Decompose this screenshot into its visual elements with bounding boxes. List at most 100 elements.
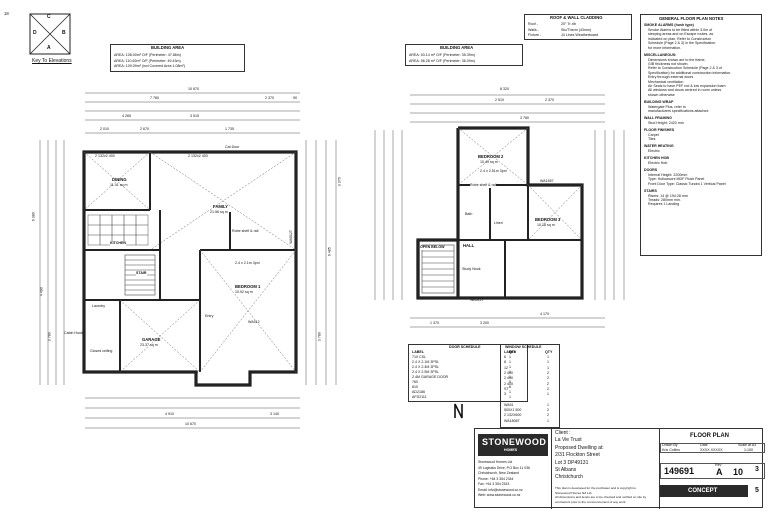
notes-line: sleeping areas and on Escape routes, as: [648, 32, 714, 37]
window-label: ST: [504, 386, 509, 391]
notes-line: Entry through external doors: [648, 75, 694, 80]
address-line: 49 Logistics Drive, P.O Box 11 036: [478, 465, 530, 470]
door-label: AFD2111: [412, 395, 427, 399]
notes-line: Schedule (Page 2 & 3) in the Specificati…: [648, 41, 716, 46]
dimension-label: 4 265: [122, 114, 131, 118]
dimension-label: 2 370: [265, 96, 274, 100]
client-line: La Vie Trust: [555, 437, 582, 444]
company-logo: STONEWOOD HOMES: [478, 434, 548, 456]
room-label: OPEN BELOW: [420, 245, 445, 250]
room-area: 10.49 sq m: [480, 160, 498, 164]
notes-section-head: DOORS: [644, 167, 658, 172]
key-letter-d: D: [33, 30, 37, 36]
company-sub: HOMES: [504, 448, 518, 452]
window-qty: 1: [547, 360, 549, 365]
dimension-label: 3 780: [520, 116, 529, 120]
door-label: 760: [412, 380, 418, 384]
notes-line: Watergate Plus, refer to: [648, 104, 686, 109]
door-qty: 5: [509, 380, 511, 384]
notes-line: Risers: 14 @ 194.28 mm: [648, 193, 688, 198]
door-qty: 1: [509, 390, 511, 394]
notes-section-head: KITCHEN HOB: [644, 156, 669, 160]
disclaimer-line: Stonewood Homes NZ Ltd.: [555, 490, 593, 495]
dimension-label: 3 515: [190, 114, 199, 118]
dimension-label: 3 370: [337, 177, 342, 187]
window-label: 8: [504, 360, 506, 365]
dimension-label: 4 170: [540, 312, 549, 316]
key-letter-c: C: [47, 14, 51, 20]
drawing-title: FLOOR PLAN: [690, 433, 729, 439]
upper-area-box: BUILDING AREA AREA: 53.14 m² O/F (Perime…: [405, 44, 523, 66]
ground-area-line: AREA: 109.09m² (incl Covered Area 1.08m²…: [114, 64, 185, 68]
upper-area-line: AREA: 56.28 m² O/F (Perimeter: 36.09m): [409, 58, 475, 63]
dimension-label: 3 780: [47, 332, 52, 342]
address-line: Stonewood Homes Ltd: [478, 460, 513, 464]
dimension-label: 10 670: [188, 87, 199, 91]
dimension-label: 90: [293, 96, 297, 100]
client-line: Christchurch: [555, 474, 584, 481]
room-label: BEDROOM 2: [478, 154, 504, 159]
plan-note: WA1557: [540, 179, 554, 183]
client-line: 2/31 Flockton Street: [555, 452, 600, 459]
dimension-label: 3 780: [317, 332, 322, 342]
upper-area-title: BUILDING AREA: [440, 45, 474, 50]
door-label: 2.4 X 2.5M 3PSL: [412, 370, 440, 374]
dimension-label: 3 140: [270, 412, 279, 416]
dimension-label: 4 490: [39, 287, 44, 297]
room-label: Entry: [205, 314, 214, 318]
window-label: WA1806T: [504, 418, 520, 423]
plan-note: Cabin Hook: [64, 331, 83, 335]
window-label: 2 132X600: [504, 413, 522, 418]
scale-label: Scale at A3: [738, 443, 757, 447]
window-label: 2 400: [504, 381, 513, 386]
room-label: Bath: [465, 212, 473, 216]
disclaimer-line: This plan is developed for the purchaser…: [555, 486, 636, 490]
date-value: XXXX XXXXX: [700, 448, 723, 452]
dimension-label: 2 010: [100, 127, 109, 131]
notes-line: shown otherwise: [648, 92, 675, 97]
window-qty: 1: [547, 418, 549, 423]
door-qty: 1: [509, 375, 511, 379]
address-line: Christchurch, New Zealand: [478, 471, 519, 475]
door-schedule-header: LABEL: [412, 350, 424, 354]
notes-section-head: BUILDING WRAP: [644, 99, 674, 104]
notes-line: Air Seals to have PEF rod & low expansio…: [648, 83, 726, 88]
room-area: 21.56 sq m: [210, 210, 228, 214]
room-label: BEDROOM 1: [235, 284, 261, 289]
drawn-label: Drawn By: [662, 443, 678, 447]
cladding-label: Fixture -: [528, 33, 542, 37]
sheet-number: 10: [733, 467, 744, 477]
notes-section-head: FLOOR FINISHES: [644, 127, 675, 132]
door-qty: 1: [509, 365, 511, 369]
room-label: BEDROOM 3: [535, 217, 561, 222]
disclaimer-line: contractors prior to the commencement of…: [555, 499, 626, 504]
notes-line: Electric: [648, 149, 660, 154]
dimension-label: 4 910: [165, 412, 174, 416]
door-label: 2.4M GARAGE DOOR: [412, 375, 449, 379]
window-label: 6: [504, 355, 506, 359]
notes-line: Treads: 280mm min.: [648, 198, 681, 202]
window-label: WA51: [504, 402, 514, 407]
door-qty: 1: [509, 360, 511, 364]
window-qty: 2: [547, 408, 549, 412]
sheet-total: 5: [755, 487, 759, 494]
rev-label: Rev: [715, 463, 722, 467]
ground-area-title: BUILDING AREA: [151, 45, 185, 50]
notes-line: manufacturers specifications attached: [648, 109, 709, 113]
door-label: 710 CSL: [412, 355, 426, 359]
cladding-value: Stu/Therm (43mm): [561, 27, 592, 32]
date-label: Date: [700, 443, 708, 447]
notes-line: Requires 1 Landing: [648, 202, 680, 207]
notes-line: Dimensions shown are to the frame,: [648, 57, 706, 62]
company-name: STONEWOOD: [482, 437, 547, 447]
notes-line: Smoke Alarms to be fitted within 3.0m of: [648, 28, 713, 32]
drawing-info: FLOOR PLAN Drawn By Kris Collins Date XX…: [659, 429, 765, 509]
dimension-label: 3 200: [480, 321, 489, 325]
room-label: GARAGE: [142, 337, 161, 342]
client-line: St Albans: [555, 467, 577, 473]
cladding-box: ROOF & WALL CLADDING Roof - 20° Tr-rib W…: [524, 14, 632, 40]
notes-line: Internal Height: 2200mm: [648, 172, 688, 177]
window-label: 500X1 500: [504, 408, 522, 412]
room-label: HALL: [463, 243, 475, 248]
